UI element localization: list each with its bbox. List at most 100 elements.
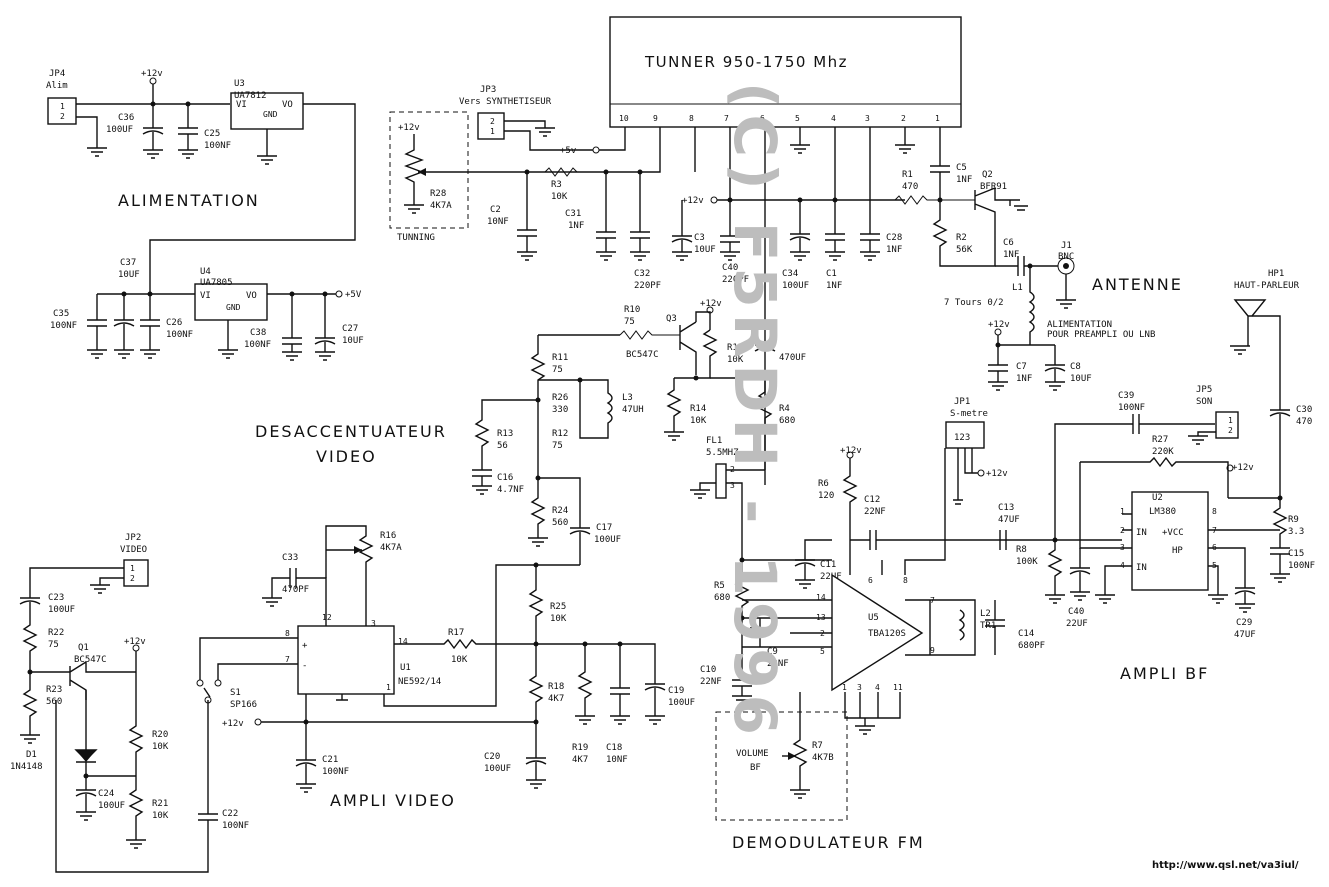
r2-label: R2 [956,233,967,243]
u3-vo: VO [282,100,293,110]
r4-label: R4 [779,404,790,414]
svg-text:5: 5 [820,647,825,656]
u4-vi: VI [200,291,211,301]
r25-value: 10K [550,614,567,624]
r6-value: 120 [818,491,834,501]
c3-label: C3 [694,233,705,243]
svg-text:14: 14 [398,637,408,646]
u3-12v: +12v [141,69,163,79]
section-desaccentuateur-video: VIDEO [316,447,377,466]
q2-label: Q2 [982,170,993,180]
bf-label: BF [750,763,761,773]
c23-label: C23 [48,593,64,603]
r12-value: 75 [552,441,563,451]
tuner-pin-8: 8 [689,114,694,123]
r26-label: R26 [552,393,568,403]
r14-label: R14 [690,404,706,414]
c4-label: C4 [764,341,775,351]
r23-value: 560 [46,697,62,707]
c33-label: C33 [282,553,298,563]
r21-label: R21 [152,799,168,809]
c31-label: C31 [565,209,581,219]
r13-label: R13 [497,429,513,439]
svg-text:12: 12 [322,613,332,622]
u2-amplifier [1131,491,1209,591]
r15-label: R15 [727,343,743,353]
c34-label: C34 [782,269,798,279]
c33-value: 470PF [282,585,309,595]
r10-value: 75 [624,317,635,327]
u2-in2: IN [1136,563,1147,573]
u4-vo: VO [246,291,257,301]
r4-value: 680 [779,416,795,426]
c10-label: C10 [700,665,716,675]
u2-hp: HP [1172,546,1183,556]
c6-value: 1NF [1003,250,1019,260]
c19-value: 100UF [668,698,695,708]
svg-text:7: 7 [930,596,935,605]
c17-label: C17 [596,523,612,533]
c10-value: 22NF [700,677,722,687]
c21-value: 100NF [322,767,349,777]
section-antenne: ANTENNE [1092,275,1183,294]
section-demodulateur: DEMODULATEUR FM [732,833,925,852]
tuner-pin-5: 5 [795,114,800,123]
c27-value: 10UF [342,336,364,346]
u1-value: NE592/14 [398,677,441,687]
u5-value: TBA120S [868,629,906,639]
l2-label: L2 [980,609,991,619]
c3-value: 10UF [694,245,716,255]
d1-label: D1 [26,750,37,760]
c35-value: 100NF [50,321,77,331]
svg-text:2: 2 [490,117,495,126]
c30-label: C30 [1296,405,1312,415]
u2-value: LM380 [1149,507,1176,517]
jp5-value: SON [1196,397,1212,407]
j1-value: BNC [1058,252,1074,262]
c18-value: 10NF [606,755,628,765]
u3-vi: VI [236,100,247,110]
svg-text:14: 14 [816,593,826,602]
c21-label: C21 [322,755,338,765]
tuner-5v: +5v [560,146,576,156]
r11-value: 75 [552,365,563,375]
tuner-pin-3: 3 [865,114,870,123]
r18-label: R18 [548,682,564,692]
u4-regulator [194,283,268,321]
c22-label: C22 [222,809,238,819]
u5-label: U5 [868,613,879,623]
u2-label: U2 [1152,493,1163,503]
r17-label: R17 [448,628,464,638]
u2-vcc: +VCC [1162,528,1184,538]
hp1-label: HP1 [1268,269,1284,279]
r13-value: 56 [497,441,508,451]
jp4-desc: Alim [46,81,68,91]
c34-value: 100UF [782,281,809,291]
svg-text:4: 4 [875,683,880,692]
c40t-value: 220PF [722,275,749,285]
c25-label: C25 [204,129,220,139]
alim-note-2: POUR PREAMPLI OU LNB [1047,330,1155,340]
tuner-section: TUNNER 950-1750 Mhz 10 9 8 7 6 5 4 3 2 1… [389,16,1183,485]
c28-label: C28 [886,233,902,243]
fl1-label: FL1 [706,436,722,446]
s1-label: S1 [230,688,241,698]
c5-value: 1NF [956,175,972,185]
u3-regulator [230,92,304,130]
c27-label: C27 [342,324,358,334]
c35-label: C35 [53,309,69,319]
c9-value: 22NF [767,659,789,669]
c12-label: C12 [864,495,880,505]
r16-value: 4K7A [380,543,402,553]
c40-value: 22UF [1066,619,1088,629]
tuner-pin-4: 4 [831,114,836,123]
q1-value: BC547C [74,655,107,665]
r19-value: 4K7 [572,755,588,765]
c28-value: 1NF [886,245,902,255]
r18-value: 4K7 [548,694,564,704]
svg-text:1: 1 [1228,416,1233,425]
volume-label: VOLUME [736,749,769,759]
jp1-connector [945,421,985,449]
c38-label: C38 [250,328,266,338]
lnb-12v: +12v [988,320,1010,330]
